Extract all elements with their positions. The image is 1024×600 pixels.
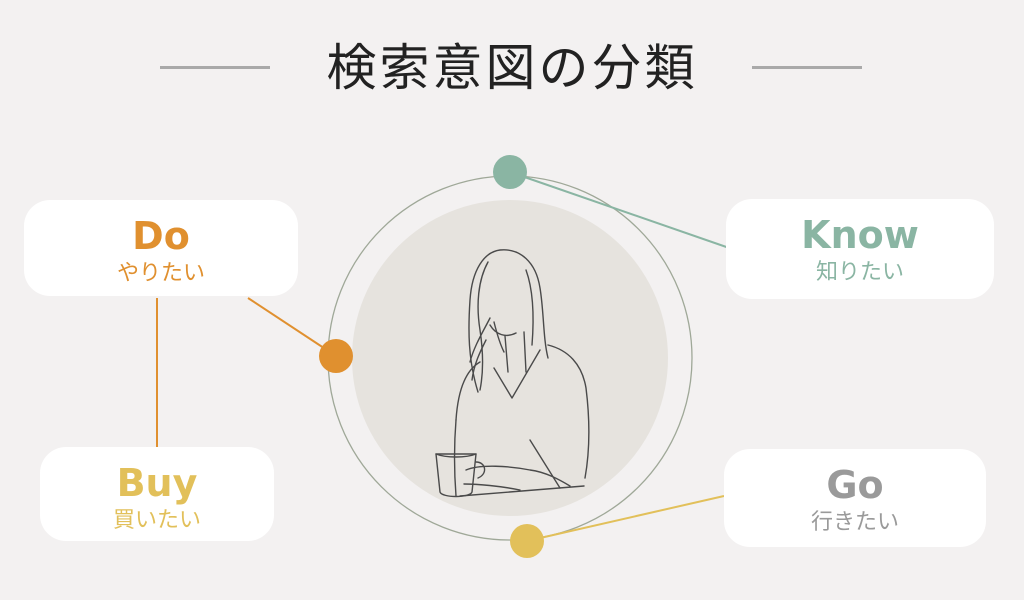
card-do: Do やりたい (24, 200, 298, 296)
buy-sublabel: 買いたい (112, 508, 201, 533)
node-know (493, 155, 527, 189)
card-go: Go 行きたい (724, 449, 986, 547)
know-label: Know (801, 213, 919, 257)
node-do (319, 339, 353, 373)
page-title: 検索意図の分類 (326, 39, 698, 97)
know-sublabel: 知りたい (815, 260, 904, 285)
do-sublabel: やりたい (116, 261, 205, 286)
go-sublabel: 行きたい (810, 510, 899, 535)
connector-do (247, 297, 337, 357)
card-know: Know 知りたい (726, 199, 994, 299)
buy-label: Buy (116, 461, 198, 505)
do-label: Do (132, 214, 190, 258)
center-disc (352, 200, 668, 516)
go-label: Go (826, 463, 884, 507)
node-go (510, 524, 544, 558)
thinking-woman-icon (435, 249, 590, 498)
connector-go (526, 495, 725, 542)
title-rule-right (752, 66, 862, 69)
card-buy: Buy 買いたい (40, 447, 274, 541)
connector-know (509, 171, 736, 251)
title-rule-left (160, 66, 270, 69)
